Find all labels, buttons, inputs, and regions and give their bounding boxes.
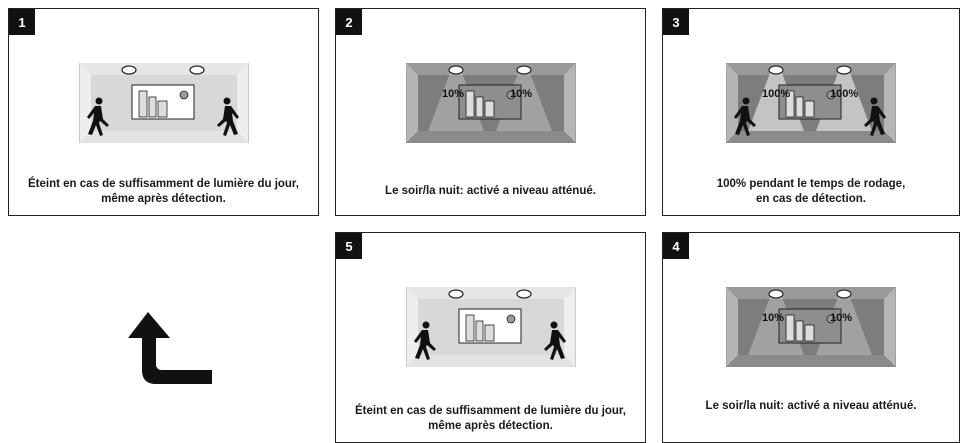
ceiling-lamp-icon: [836, 65, 852, 75]
room-scene-full: 100% 100%: [725, 62, 897, 148]
ceiling-lamp-icon: [120, 65, 137, 75]
panel-4: 4 10% 10% Le soir/la nuit: activé a nivea…: [662, 232, 960, 443]
walking-person-icon: [864, 97, 886, 136]
step-number: 4: [663, 233, 689, 259]
floor: [405, 131, 576, 143]
step-number: 1: [9, 9, 35, 35]
light-level-label: 100%: [830, 88, 858, 100]
panel-2: 2 10% 10% Le soir/la nuit: activé a nivea…: [335, 8, 646, 216]
room-scene-daylight: [405, 286, 576, 372]
ceiling-lamp-icon: [768, 65, 784, 75]
ceiling-lamp-icon: [515, 289, 532, 299]
step-number: 3: [663, 9, 689, 35]
caption: Éteint en cas de suffisamment de lumière…: [355, 405, 626, 432]
ceiling: [78, 63, 249, 75]
room-scene-dim: 10% 10%: [725, 286, 897, 372]
light-level-label: 10%: [762, 312, 784, 324]
ceiling: [726, 63, 896, 75]
light-level-label: 10%: [442, 88, 464, 100]
ceiling-lamp-icon: [447, 65, 464, 75]
ceiling: [405, 287, 576, 299]
caption: Éteint en cas de suffisamment de lumière…: [28, 178, 299, 205]
light-level-label: 10%: [510, 88, 532, 100]
step-number: 2: [336, 9, 362, 35]
walking-person-icon: [734, 97, 756, 136]
room-scene-daylight: [78, 62, 249, 148]
walking-person-icon: [543, 321, 566, 360]
caption: Le soir/la nuit: activé a niveau atténué…: [705, 400, 917, 412]
picture-frame: [131, 84, 194, 120]
ceiling: [726, 287, 896, 299]
caption: Le soir/la nuit: activé a niveau atténué…: [385, 185, 596, 197]
ceiling-lamp-icon: [768, 289, 784, 299]
walking-person-icon: [413, 321, 436, 360]
walking-person-icon: [86, 97, 109, 136]
ceiling: [405, 63, 576, 75]
return-arrow-icon: [128, 312, 212, 384]
picture-frame: [458, 308, 521, 344]
panel-5: 5 Éteint en cas de suffisamment de lumiè…: [335, 232, 646, 443]
picture-frame: [458, 84, 521, 120]
ceiling-lamp-icon: [447, 289, 464, 299]
panel-1: 1 Éteint en cas de suffisamment de lumiè…: [8, 8, 319, 216]
room-scene-dim: 10% 10%: [405, 62, 576, 148]
floor: [78, 131, 249, 143]
step-number: 5: [336, 233, 362, 259]
light-level-label: 10%: [830, 312, 852, 324]
ceiling-lamp-icon: [515, 65, 532, 75]
panel-3: 3 100% 100% 100% pendant le temps de roda…: [662, 8, 960, 216]
ceiling-lamp-icon: [188, 65, 205, 75]
picture-frame: [778, 308, 842, 344]
light-level-label: 100%: [762, 88, 790, 100]
caption: 100% pendant le temps de rodage, en cas …: [716, 178, 906, 205]
ceiling-lamp-icon: [836, 289, 852, 299]
walking-person-icon: [216, 97, 239, 136]
floor: [405, 355, 576, 367]
floor: [726, 355, 896, 367]
picture-frame: [778, 84, 842, 120]
floor: [726, 131, 896, 143]
